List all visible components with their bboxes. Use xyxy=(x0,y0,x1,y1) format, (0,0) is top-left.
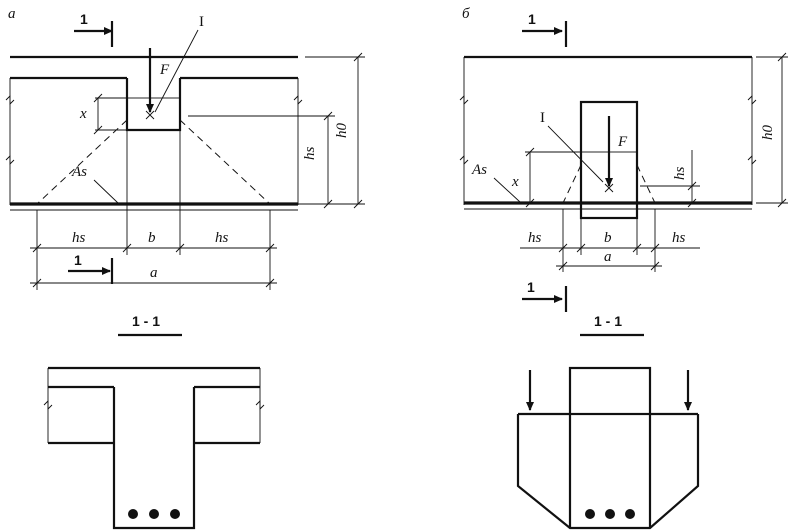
rebar-label-a: As xyxy=(71,164,119,204)
svg-text:hs: hs xyxy=(302,147,318,161)
svg-text:1: 1 xyxy=(80,11,88,27)
section-view-b: 1 - 1 xyxy=(516,313,700,530)
svg-text:F: F xyxy=(159,62,170,78)
svg-text:hs: hs xyxy=(72,230,86,246)
break-marks-a xyxy=(5,78,303,205)
break-marks-b xyxy=(459,57,757,205)
rebar-dot-a2 xyxy=(149,509,159,519)
rebar-dot-a3 xyxy=(170,509,180,519)
punch-line-left-b xyxy=(562,164,582,204)
svg-text:1: 1 xyxy=(527,279,535,295)
dim-h0-vertical-b: h0 xyxy=(756,52,788,208)
svg-text:h0: h0 xyxy=(760,125,776,141)
punch-line-right-b xyxy=(636,164,656,204)
svg-text:hs: hs xyxy=(528,230,542,246)
section-title-a: 1 - 1 xyxy=(132,313,160,329)
notch-a xyxy=(125,78,182,132)
section-mark-top-b: 1 xyxy=(522,11,568,47)
dim-x-b: x xyxy=(511,147,581,208)
dim-horizontal-a: hs b hs a xyxy=(30,130,277,290)
svg-text:I: I xyxy=(199,14,204,30)
rebar-dot-b3 xyxy=(625,509,635,519)
svg-text:F: F xyxy=(617,134,628,150)
svg-text:a: a xyxy=(604,249,612,265)
svg-text:x: x xyxy=(511,174,519,190)
dim-x-a: x xyxy=(79,93,127,135)
svg-text:hs: hs xyxy=(215,230,229,246)
section-column-b xyxy=(568,366,652,416)
section-mark-bottom-b: 1 xyxy=(522,279,568,312)
force-arrow-a: F xyxy=(145,48,170,120)
rebar-dot-b1 xyxy=(585,509,595,519)
svg-text:b: b xyxy=(148,230,156,246)
svg-text:b: b xyxy=(604,230,612,246)
rebar-dot-a1 xyxy=(128,509,138,519)
section-rib-a xyxy=(112,387,196,530)
force-arrow-b: F xyxy=(604,116,628,193)
dim-horizontal-b: hs b hs a xyxy=(520,209,700,272)
svg-text:x: x xyxy=(79,106,87,122)
svg-text:a: a xyxy=(150,265,158,281)
panel-a: а 1 F xyxy=(5,6,365,290)
punch-line-right-a xyxy=(179,119,271,205)
svg-text:As: As xyxy=(71,164,87,180)
svg-text:hs: hs xyxy=(672,167,688,181)
dim-h0-vertical-a: h0 xyxy=(305,52,365,209)
svg-text:I: I xyxy=(540,110,545,126)
zone-label-b: I xyxy=(540,110,604,183)
zone-label-a: I xyxy=(154,14,204,113)
panel-a-label: а xyxy=(8,6,16,22)
svg-text:1: 1 xyxy=(74,252,82,268)
dim-hs-vertical-b: hs xyxy=(640,150,700,208)
svg-text:As: As xyxy=(471,162,487,178)
svg-text:hs: hs xyxy=(672,230,686,246)
rebar-label-b: As xyxy=(471,162,521,203)
dim-hs-vertical-a: hs xyxy=(188,111,335,209)
svg-text:h0: h0 xyxy=(334,123,350,139)
section-title-b: 1 - 1 xyxy=(594,313,622,329)
svg-text:1: 1 xyxy=(528,11,536,27)
compression-zone-a xyxy=(126,97,181,131)
rebar-dot-b2 xyxy=(605,509,615,519)
panel-b-label: б xyxy=(462,6,470,22)
punch-line-left-a xyxy=(36,119,128,205)
section-slab-b xyxy=(516,414,700,530)
section-view-a: 1 - 1 xyxy=(43,313,265,530)
section-mark-top-a: 1 xyxy=(74,11,114,47)
panel-b: б 1 F I xyxy=(459,6,788,312)
section-mark-bottom-a: 1 xyxy=(68,252,114,284)
